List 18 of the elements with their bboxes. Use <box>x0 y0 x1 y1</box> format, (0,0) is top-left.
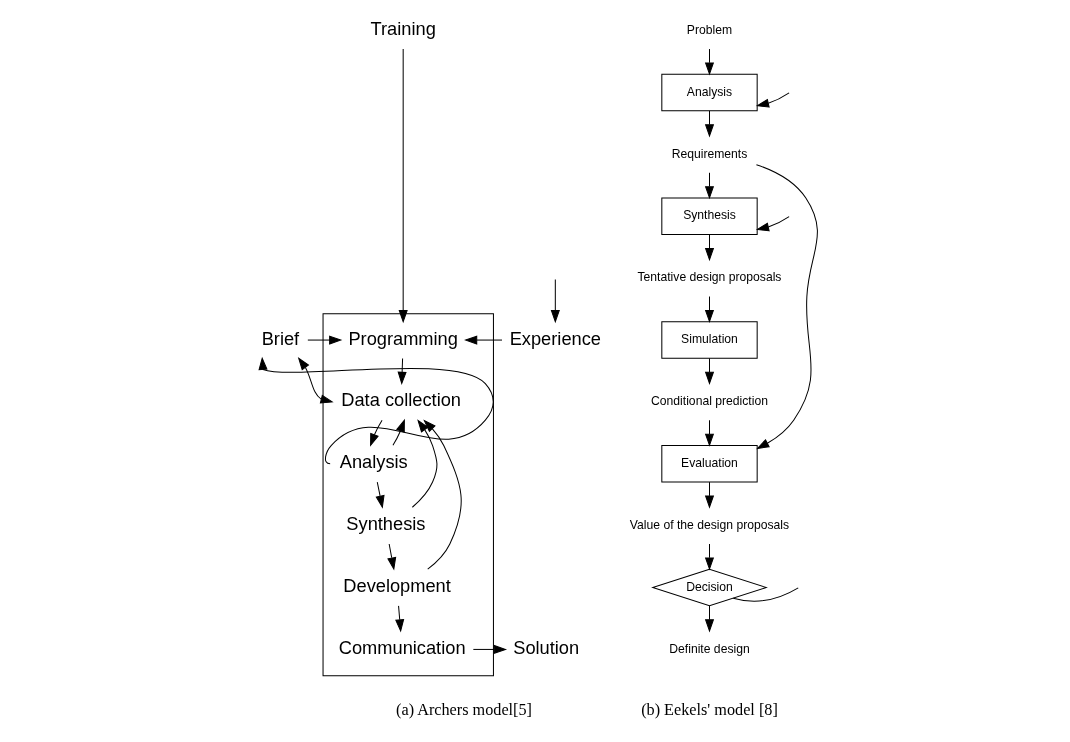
node-text: Value of the design proposals <box>629 517 789 532</box>
node-text: Experience <box>509 327 601 349</box>
node-text: Analysis <box>339 451 408 473</box>
node-text: Definite design <box>668 641 750 656</box>
node-text: Solution <box>512 636 579 658</box>
node-text: Communication <box>338 636 466 658</box>
node-text: Brief <box>261 327 299 349</box>
node-text: Conditional prediction <box>650 394 768 409</box>
label: (b) Eekels' model [8] <box>640 701 778 720</box>
node-text: Programming <box>347 327 458 349</box>
node-text: Data collection <box>340 389 461 411</box>
label: (a) Archers model[5] <box>395 701 532 720</box>
node-text: Development <box>342 575 451 597</box>
node-text: Problem <box>686 22 732 37</box>
node-text: Training <box>370 18 436 40</box>
node-text: Tentative design proposals <box>637 270 781 285</box>
node-text: Requirements <box>671 146 747 161</box>
node-text: Synthesis <box>345 513 425 535</box>
